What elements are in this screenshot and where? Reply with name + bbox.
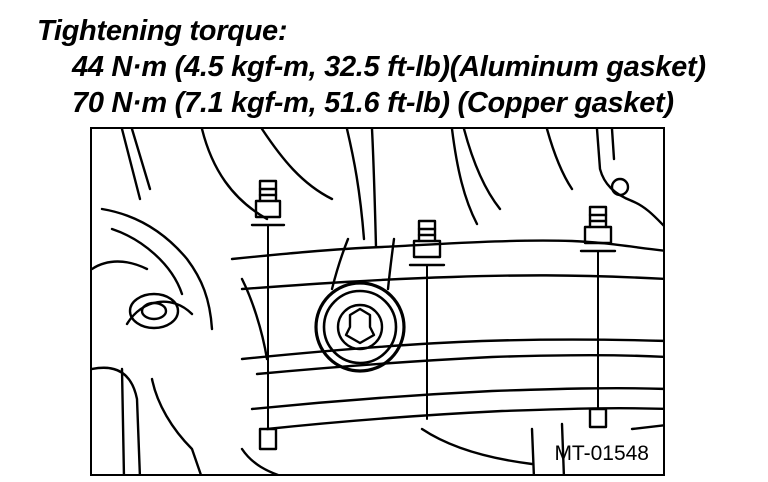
drain-plug xyxy=(314,237,406,373)
left-bolt xyxy=(250,179,286,451)
torque-copper-gasket: 70 N·m (7.1 kgf-m, 51.6 ft-lb) (Copper g… xyxy=(72,87,674,119)
torque-specification: Tightening torque: 44 N·m (4.5 kgf-m, 32… xyxy=(0,0,768,125)
right-bolt xyxy=(579,205,617,429)
figure-code: MT-01548 xyxy=(554,442,649,465)
transmission-drain-plug-illustration: MT-01548 xyxy=(90,127,665,476)
torque-heading: Tightening torque: xyxy=(37,15,288,47)
line-drawing xyxy=(92,129,663,474)
torque-aluminum-gasket: 44 N·m (4.5 kgf-m, 32.5 ft-lb)(Aluminum … xyxy=(72,51,706,83)
center-bolt xyxy=(408,219,446,420)
